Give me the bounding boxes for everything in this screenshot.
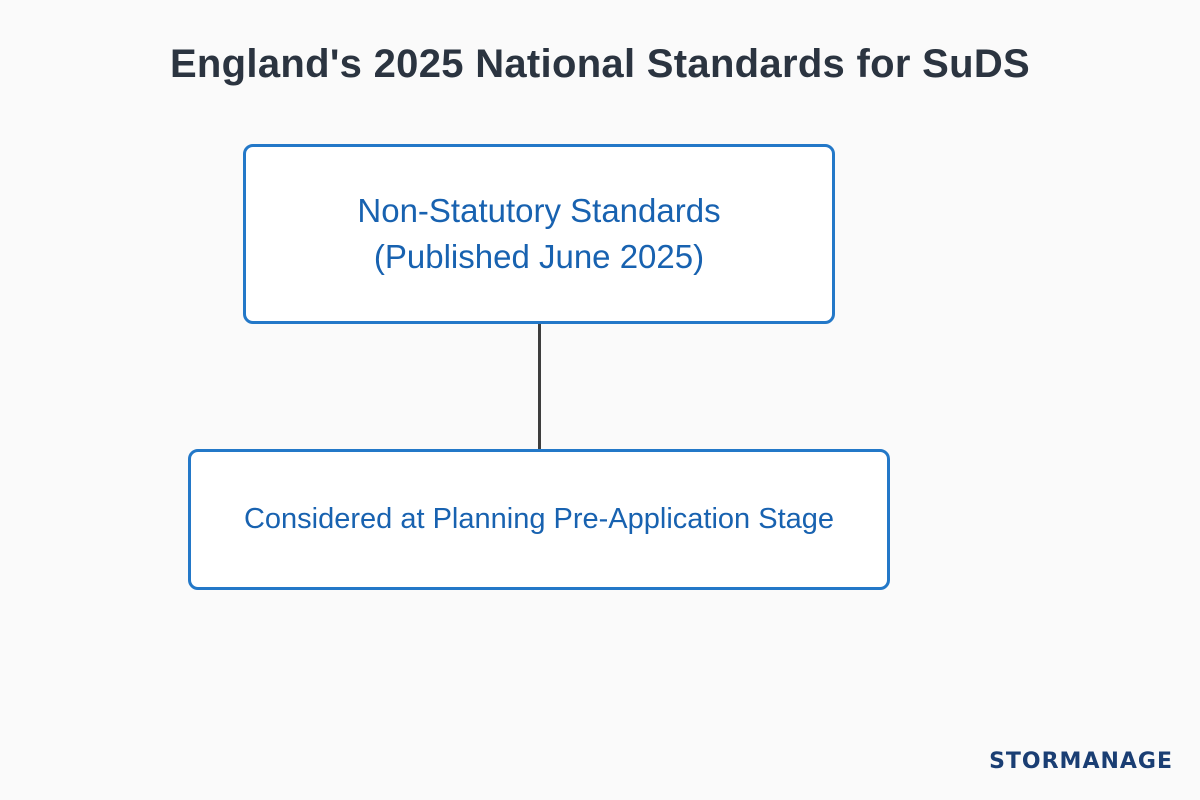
node-planning-pre-application: Considered at Planning Pre-Application S…	[188, 449, 890, 590]
brand-logo: STORMANAGE	[989, 749, 1173, 774]
node-non-statutory-standards: Non-Statutory Standards (Published June …	[243, 144, 835, 324]
node-non-statutory-standards-line1: Non-Statutory Standards	[357, 192, 721, 229]
node-planning-pre-application-label: Considered at Planning Pre-Application S…	[243, 503, 835, 535]
diagram-title: England's 2025 National Standards for Su…	[169, 42, 1031, 86]
connector-line	[538, 324, 541, 449]
node-non-statutory-standards-line2: (Published June 2025)	[373, 238, 705, 275]
